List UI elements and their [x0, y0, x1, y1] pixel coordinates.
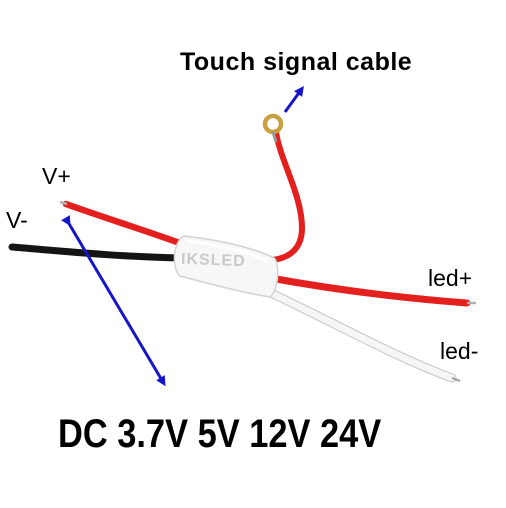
brand-watermark: IKSLED	[180, 250, 246, 271]
black-wire-v-minus	[8, 243, 189, 262]
red-wire-v-plus	[62, 200, 192, 250]
controller-module	[173, 235, 279, 298]
led-minus-label: led-	[440, 338, 479, 364]
arrow-touch-signal	[283, 85, 304, 113]
voltage-label: DC 3.7V 5V 12V 24V	[58, 412, 382, 456]
led-plus-label: led+	[428, 265, 473, 291]
red-touch-signal-wire	[269, 129, 306, 263]
ring-terminal	[262, 113, 284, 143]
v-minus-label: V-	[6, 207, 28, 233]
led-minus-tip	[451, 376, 461, 383]
red-wire-led-plus	[261, 273, 471, 307]
arrow-voltage	[61, 215, 166, 387]
white-wire-led-minus-fill	[254, 283, 456, 382]
touch-signal-cable-label: Touch signal cable	[180, 48, 413, 76]
v-plus-tip	[59, 200, 68, 206]
v-plus-label: V+	[42, 163, 71, 189]
